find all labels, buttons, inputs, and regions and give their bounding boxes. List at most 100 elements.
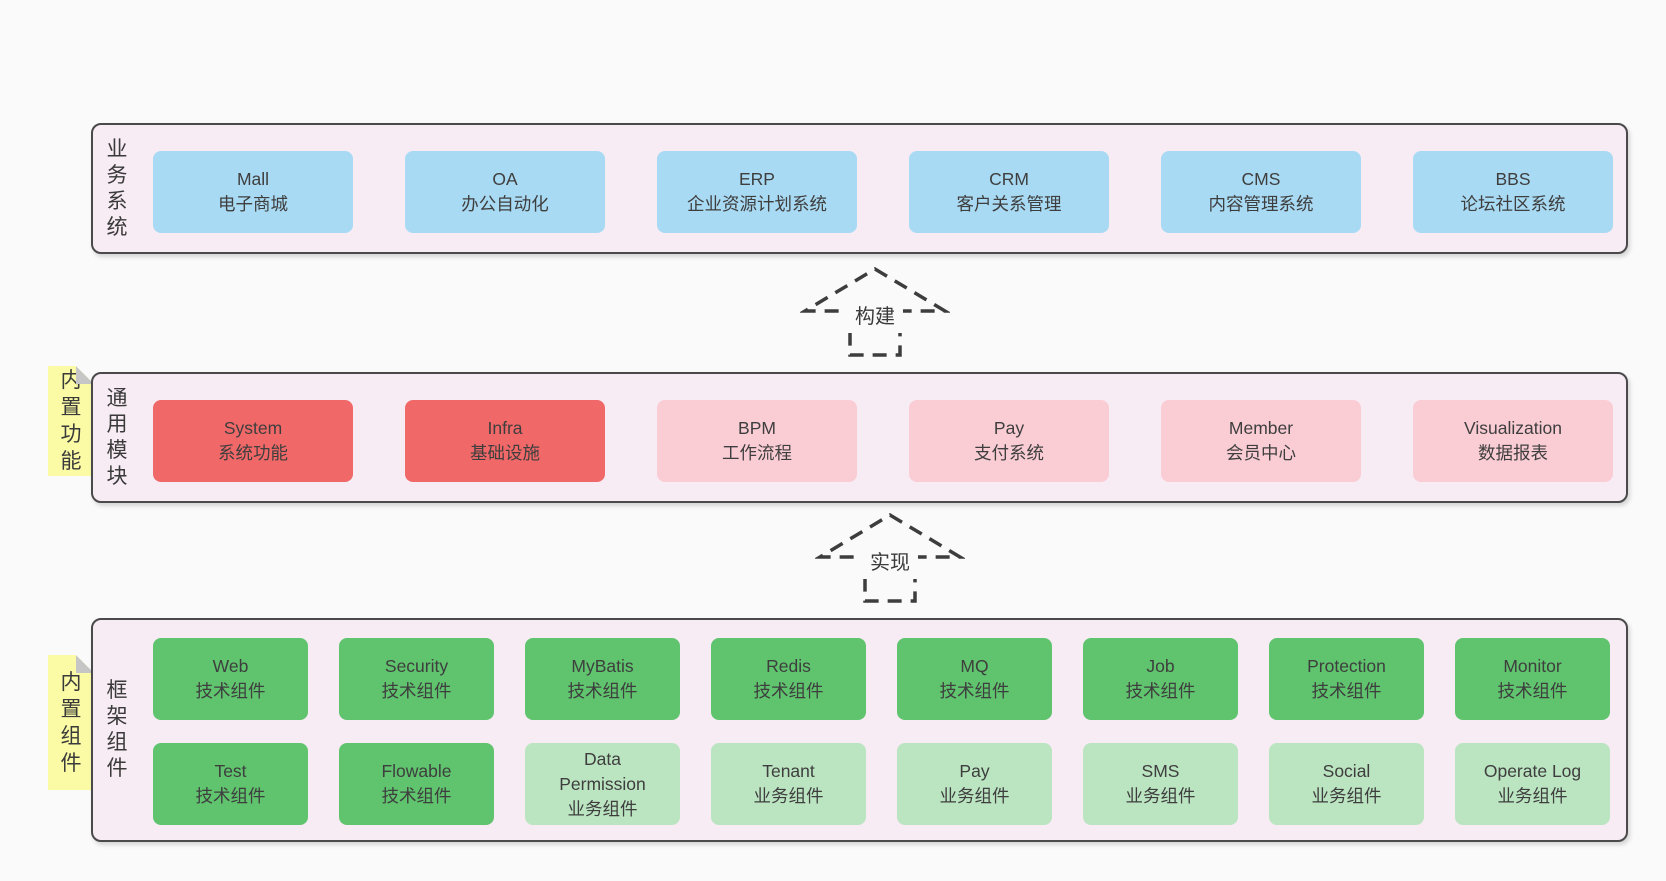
box-member: Member 会员中心 <box>1161 400 1361 482</box>
box-title: Tenant <box>762 761 815 781</box>
band-label-common-modules: 通用模块 <box>106 386 128 488</box>
box-system: System 系统功能 <box>153 400 353 482</box>
box-title: BBS <box>1495 169 1531 189</box>
box-crm: CRM 客户关系管理 <box>909 151 1109 233</box>
sticky-note-built-in-components: 内置组件 <box>48 655 94 790</box>
box-title: ERP <box>739 169 775 189</box>
box-title: Redis <box>766 656 811 676</box>
box-mybatis: MyBatis 技术组件 <box>525 638 680 720</box>
box-erp: ERP 企业资源计划系统 <box>657 151 857 233</box>
box-subtitle: 技术组件 <box>381 681 452 701</box>
box-infra: Infra 基础设施 <box>405 400 605 482</box>
box-cms: CMS 内容管理系统 <box>1161 151 1361 233</box>
box-tenant: Tenant 业务组件 <box>711 743 866 825</box>
box-oa: OA 办公自动化 <box>405 151 605 233</box>
box-title: CMS <box>1241 169 1281 189</box>
band-business-systems: 业务系统 Mall 电子商城 OA 办公自动化 ERP 企业资源计划系统 CRM… <box>91 123 1628 254</box>
box-web: Web 技术组件 <box>153 638 308 720</box>
framework-components-row-1: Web 技术组件 Security 技术组件 MyBatis 技术组件 Redi… <box>153 638 1610 720</box>
box-bpm: BPM 工作流程 <box>657 400 857 482</box>
up-arrow-icon <box>800 266 950 357</box>
box-title: Security <box>384 656 449 676</box>
dashed-up-arrow-implement: 实现 <box>815 512 965 603</box>
box-redis: Redis 技术组件 <box>711 638 866 720</box>
band-common-modules: 通用模块 System 系统功能 Infra 基础设施 BPM 工作流程 Pay… <box>91 372 1628 503</box>
box-subtitle: 数据报表 <box>1478 443 1548 463</box>
box-monitor: Monitor 技术组件 <box>1455 638 1610 720</box>
arrow-label-backdrop <box>862 545 918 579</box>
box-subtitle: 内容管理系统 <box>1208 194 1314 214</box>
box-title: Monitor <box>1503 656 1562 676</box>
box-subtitle: 业务组件 <box>1497 786 1568 806</box>
box-flowable: Flowable 技术组件 <box>339 743 494 825</box>
box-bbs: BBS 论坛社区系统 <box>1413 151 1613 233</box>
box-subtitle: 技术组件 <box>1125 681 1196 701</box>
box-title: Infra <box>487 418 523 438</box>
box-sms: SMS 业务组件 <box>1083 743 1238 825</box>
business-systems-row: Mall 电子商城 OA 办公自动化 ERP 企业资源计划系统 CRM 客户关系… <box>153 151 1613 233</box>
box-title: BPM <box>738 418 776 438</box>
box-subtitle: 技术组件 <box>753 681 824 701</box>
box-subtitle: 客户关系管理 <box>956 194 1062 214</box>
arrow-label: 实现 <box>870 551 910 574</box>
band-label-business-systems: 业务系统 <box>106 137 128 239</box>
box-title: Test <box>214 761 247 781</box>
box-title: Job <box>1146 656 1175 676</box>
box-protection: Protection 技术组件 <box>1269 638 1424 720</box>
box-subtitle: 业务组件 <box>1311 786 1382 806</box>
arrow-label-backdrop <box>847 299 903 333</box>
box-subtitle: 技术组件 <box>1497 681 1568 701</box>
box-title: Social <box>1322 761 1371 781</box>
box-title: Flowable <box>381 761 452 781</box>
box-job: Job 技术组件 <box>1083 638 1238 720</box>
arrow-label: 构建 <box>855 305 895 328</box>
box-subtitle: 技术组件 <box>195 786 266 806</box>
up-arrow-icon <box>815 512 965 603</box>
sticky-note-built-in-features: 内置功能 <box>48 366 94 476</box>
box-title: SMS <box>1141 761 1180 781</box>
box-title: Pay <box>993 418 1025 438</box>
box-title: CRM <box>989 169 1029 189</box>
box-subtitle: 业务组件 <box>1125 786 1196 806</box>
framework-components-row-2: Test 技术组件 Flowable 技术组件 Data Permission … <box>153 743 1610 825</box>
box-subtitle: 基础设施 <box>470 443 540 463</box>
box-subtitle: 业务组件 <box>939 786 1010 806</box>
box-subtitle: 支付系统 <box>974 443 1044 463</box>
box-subtitle: 办公自动化 <box>461 194 549 214</box>
box-title: Protection <box>1307 656 1386 676</box>
sticky-note-label: 内置功能 <box>60 369 82 473</box>
band-label-framework-components: 框架组件 <box>106 679 128 780</box>
box-mq: MQ 技术组件 <box>897 638 1052 720</box>
box-operate-log: Operate Log 业务组件 <box>1455 743 1610 825</box>
box-visualization: Visualization 数据报表 <box>1413 400 1613 482</box>
box-subtitle: 电子商城 <box>218 194 288 214</box>
box-subtitle: 技术组件 <box>1311 681 1382 701</box>
box-subtitle: 技术组件 <box>567 681 638 701</box>
dashed-up-arrow-build: 构建 <box>800 266 950 357</box>
box-data-permission: Data Permission 业务组件 <box>525 743 680 825</box>
box-subtitle: 业务组件 <box>753 786 824 806</box>
band-framework-components: 框架组件 Web 技术组件 Security 技术组件 MyBatis 技术组件… <box>91 618 1628 842</box>
box-subtitle: 会员中心 <box>1226 443 1296 463</box>
box-subtitle: 论坛社区系统 <box>1460 194 1566 214</box>
box-title: System <box>223 418 283 438</box>
common-modules-row: System 系统功能 Infra 基础设施 BPM 工作流程 Pay 支付系统… <box>153 400 1613 482</box>
box-pay-component: Pay 业务组件 <box>897 743 1052 825</box>
box-title: Data Permission <box>559 748 646 794</box>
box-title: Mall <box>236 169 270 189</box>
box-subtitle: 企业资源计划系统 <box>687 194 827 214</box>
box-title: Visualization <box>1464 418 1562 438</box>
box-subtitle: 业务组件 <box>567 798 638 819</box>
box-subtitle: 技术组件 <box>381 786 452 806</box>
box-title: Member <box>1228 418 1294 438</box>
box-title: OA <box>492 169 518 189</box>
box-social: Social 业务组件 <box>1269 743 1424 825</box>
box-mall: Mall 电子商城 <box>153 151 353 233</box>
box-title: Web <box>212 656 249 676</box>
box-security: Security 技术组件 <box>339 638 494 720</box>
box-title: Operate Log <box>1483 761 1582 781</box>
box-subtitle: 技术组件 <box>939 681 1010 701</box>
box-subtitle: 系统功能 <box>218 443 288 463</box>
box-test: Test 技术组件 <box>153 743 308 825</box>
box-title: MyBatis <box>571 656 634 676</box>
